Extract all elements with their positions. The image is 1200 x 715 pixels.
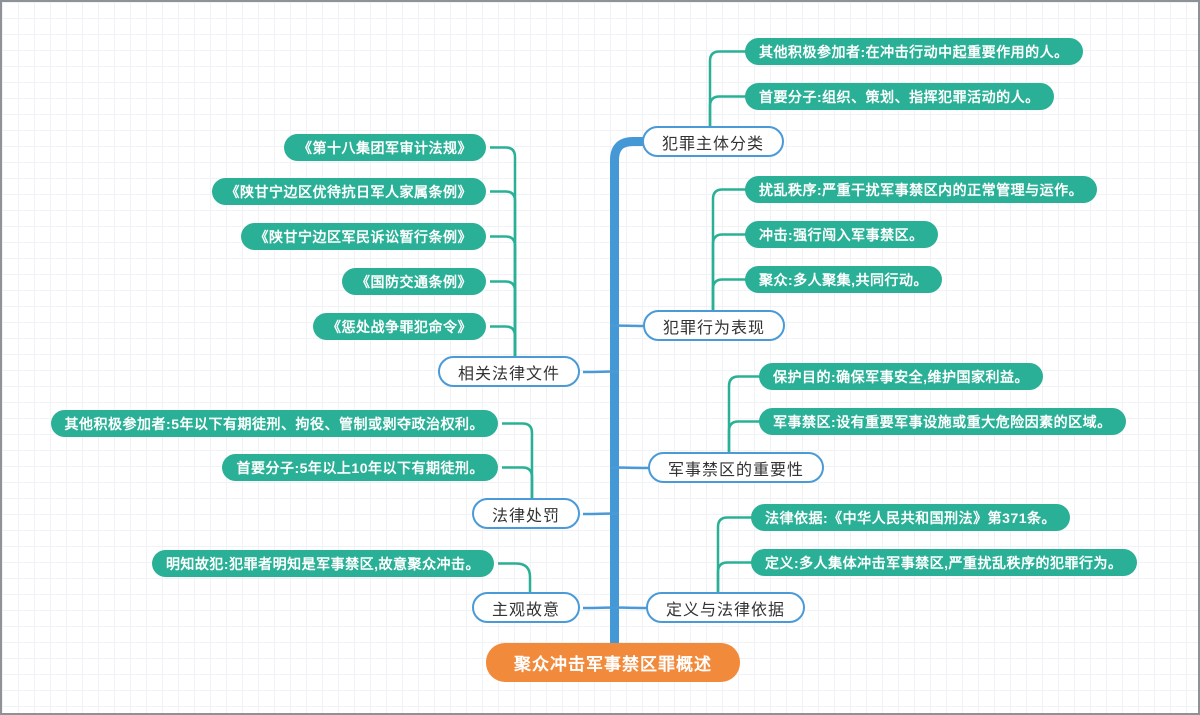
leaf-connector: [490, 146, 517, 357]
leaf-connector: [711, 233, 746, 312]
branch-node-crime-subjects[interactable]: 犯罪主体分类: [642, 126, 785, 157]
leaf-connector: [711, 278, 746, 312]
leaf-connector: [490, 325, 517, 357]
leaf-node[interactable]: 《陕甘宁边区军民诉讼暂行条例》: [240, 223, 486, 250]
leaf-connector: [490, 280, 517, 357]
leaf-connector: [708, 50, 746, 128]
leaf-node[interactable]: 首要分子:5年以上10年以下有期徒刑。: [222, 454, 498, 481]
branch-connector: [582, 512, 620, 516]
branch-node-subjective-intent[interactable]: 主观故意: [471, 592, 580, 623]
leaf-connector: [727, 420, 760, 454]
leaf-node[interactable]: 法律依据:《中华人民共和国刑法》第371条。: [751, 504, 1071, 531]
leaf-connector: [727, 375, 760, 454]
leaf-node[interactable]: 《陕甘宁边区优待抗日军人家属条例》: [211, 178, 486, 205]
leaf-connector: [716, 516, 752, 593]
leaf-connector: [498, 562, 532, 593]
leaf-connector: [711, 188, 746, 312]
leaf-node[interactable]: 军事禁区:设有重要军事设施或重大危险因素的区域。: [759, 408, 1126, 435]
root-node[interactable]: 聚众冲击军事禁区罪概述: [486, 643, 740, 682]
branch-node-legal-punishment[interactable]: 法律处罚: [471, 498, 580, 529]
leaf-connector: [502, 466, 534, 499]
leaf-connector: [490, 190, 517, 357]
leaf-connector: [708, 95, 746, 128]
leaf-connector: [490, 235, 517, 357]
branch-node-definition-legal-basis[interactable]: 定义与法律依据: [646, 592, 806, 623]
leaf-node[interactable]: 聚众:多人聚集,共同行动。: [745, 266, 943, 293]
branch-connector: [582, 370, 620, 374]
leaf-node[interactable]: 明知故犯:犯罪者明知是军事禁区,故意聚众冲击。: [151, 550, 494, 577]
branch-connector: [609, 324, 645, 328]
branch-node-related-legal-documents[interactable]: 相关法律文件: [437, 356, 580, 387]
leaf-node[interactable]: 《惩处战争罪犯命令》: [313, 313, 486, 340]
leaf-node[interactable]: 其他积极参加者:在冲击行动中起重要作用的人。: [745, 38, 1083, 65]
branch-node-zone-importance[interactable]: 军事禁区的重要性: [648, 452, 825, 483]
leaf-node[interactable]: 《第十八集团军审计法规》: [284, 134, 486, 161]
leaf-node[interactable]: 扰乱秩序:严重干扰军事禁区内的正常管理与运作。: [745, 176, 1098, 203]
leaf-node[interactable]: 冲击:强行闯入军事禁区。: [745, 221, 938, 248]
leaf-connector: [716, 561, 752, 593]
leaf-node[interactable]: 保护目的:确保军事安全,维护国家利益。: [759, 363, 1044, 390]
branch-connector: [582, 606, 620, 610]
trunk-line: [610, 137, 649, 655]
leaf-node[interactable]: 定义:多人集体冲击军事禁区,严重扰乱秩序的犯罪行为。: [751, 549, 1137, 576]
branch-node-criminal-behavior[interactable]: 犯罪行为表现: [643, 310, 786, 341]
branch-connector: [609, 466, 650, 470]
leaf-node[interactable]: 其他积极参加者:5年以下有期徒刑、拘役、管制或剥夺政治权利。: [50, 410, 498, 437]
leaf-node[interactable]: 首要分子:组织、策划、指挥犯罪活动的人。: [745, 83, 1054, 110]
leaf-connector: [502, 422, 534, 499]
leaf-node[interactable]: 《国防交通条例》: [342, 268, 486, 295]
